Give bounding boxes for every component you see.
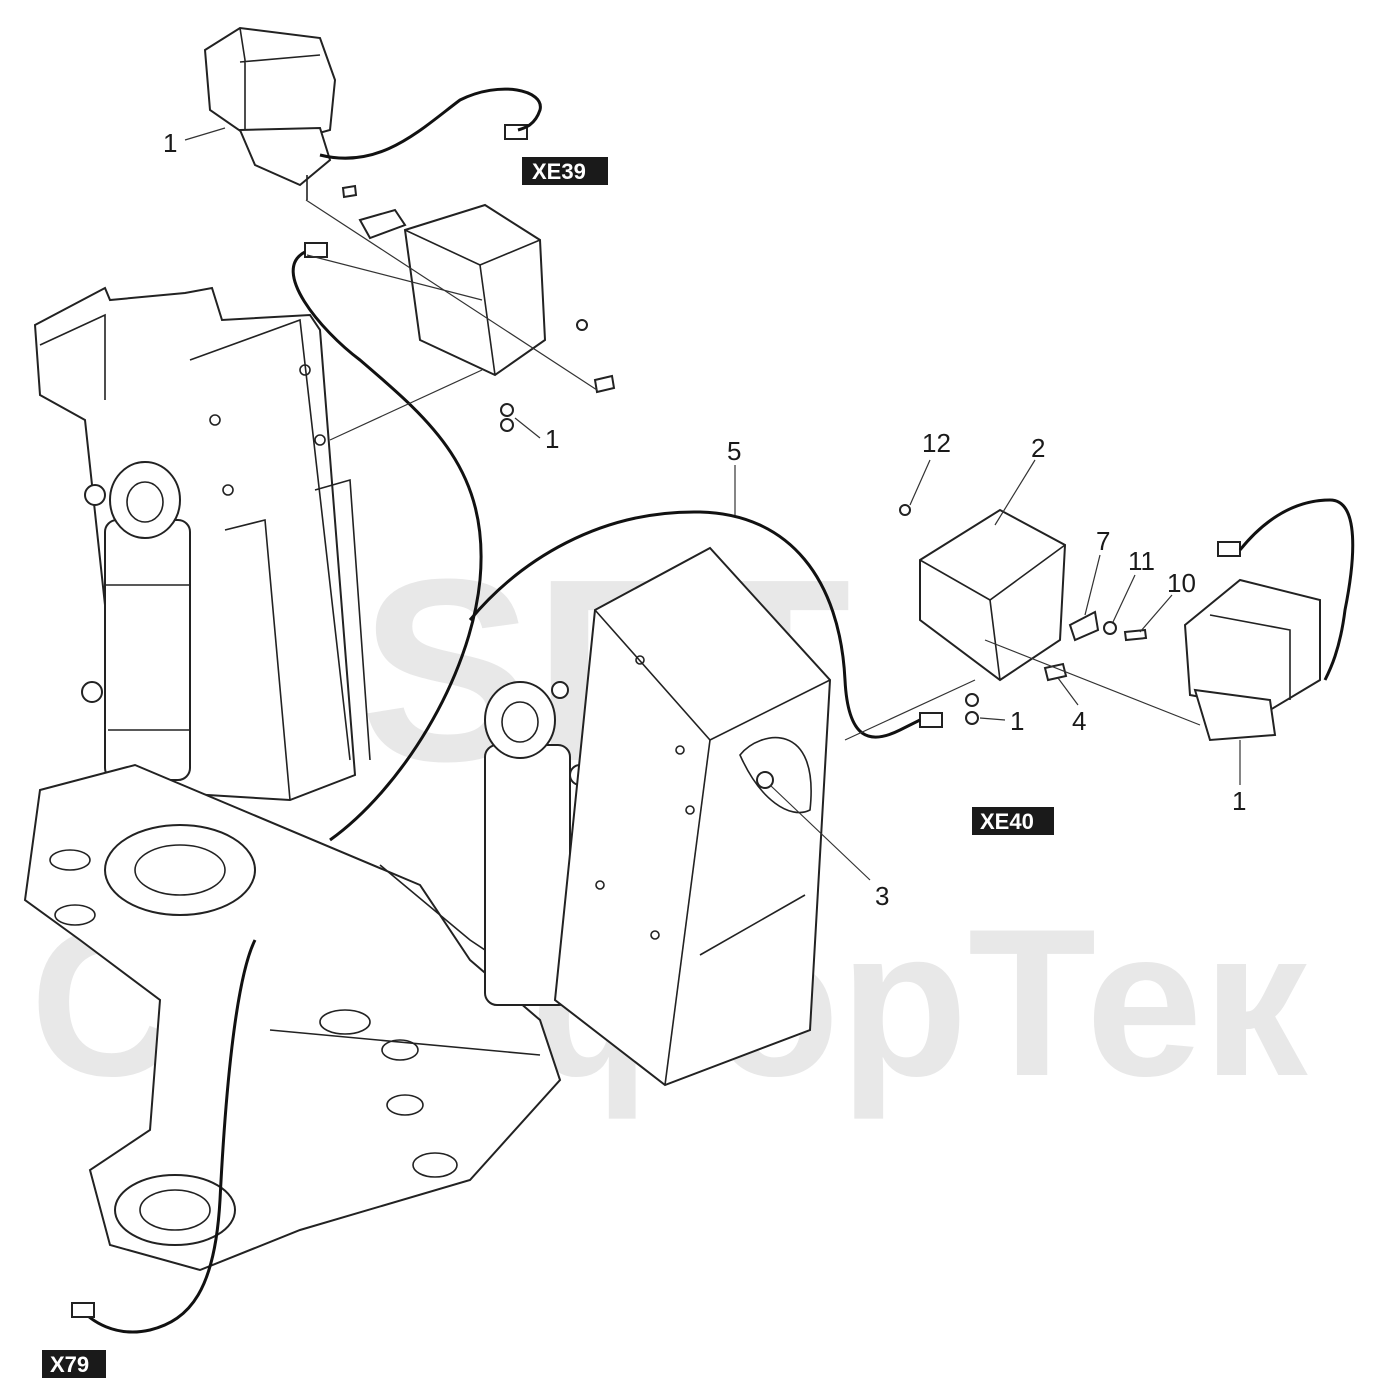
callout-2: 2: [1031, 433, 1045, 463]
connector-label-xe40: XE40: [980, 809, 1034, 834]
right-lamp-assembly: [899, 504, 1321, 742]
callout-3: 3: [875, 881, 889, 911]
box-housing: [553, 546, 832, 1087]
connector-tags: XE39 XE40 X79: [42, 157, 1054, 1378]
left-cylinder: [81, 461, 191, 781]
callout-11: 11: [1128, 546, 1155, 576]
callout-5: 5: [727, 436, 741, 466]
callout-7: 7: [1096, 526, 1110, 556]
callout-1-right-lamp: 1: [1232, 786, 1246, 816]
base-frame: [23, 763, 562, 1272]
mast-frame: [33, 286, 371, 802]
connector-tag-xe40: XE40: [972, 807, 1054, 835]
callout-4: 4: [1072, 706, 1086, 736]
wiring-harness: [71, 87, 1355, 1334]
connector-tag-xe39: XE39: [522, 157, 608, 185]
callout-10: 10: [1167, 568, 1196, 598]
connector-tag-x79: X79: [42, 1350, 106, 1378]
connector-label-xe39: XE39: [532, 159, 586, 184]
callout-1-top-nut: 1: [545, 424, 559, 454]
callout-12: 12: [922, 428, 951, 458]
callout-1-top-lamp: 1: [163, 128, 177, 158]
callout-1-right-nut: 1: [1010, 706, 1024, 736]
connector-label-x79: X79: [50, 1352, 89, 1377]
callouts: 1 1 12 2 7 11 10 5 1 4 1 3: [163, 128, 1246, 911]
leader-lines: [184, 127, 1241, 881]
